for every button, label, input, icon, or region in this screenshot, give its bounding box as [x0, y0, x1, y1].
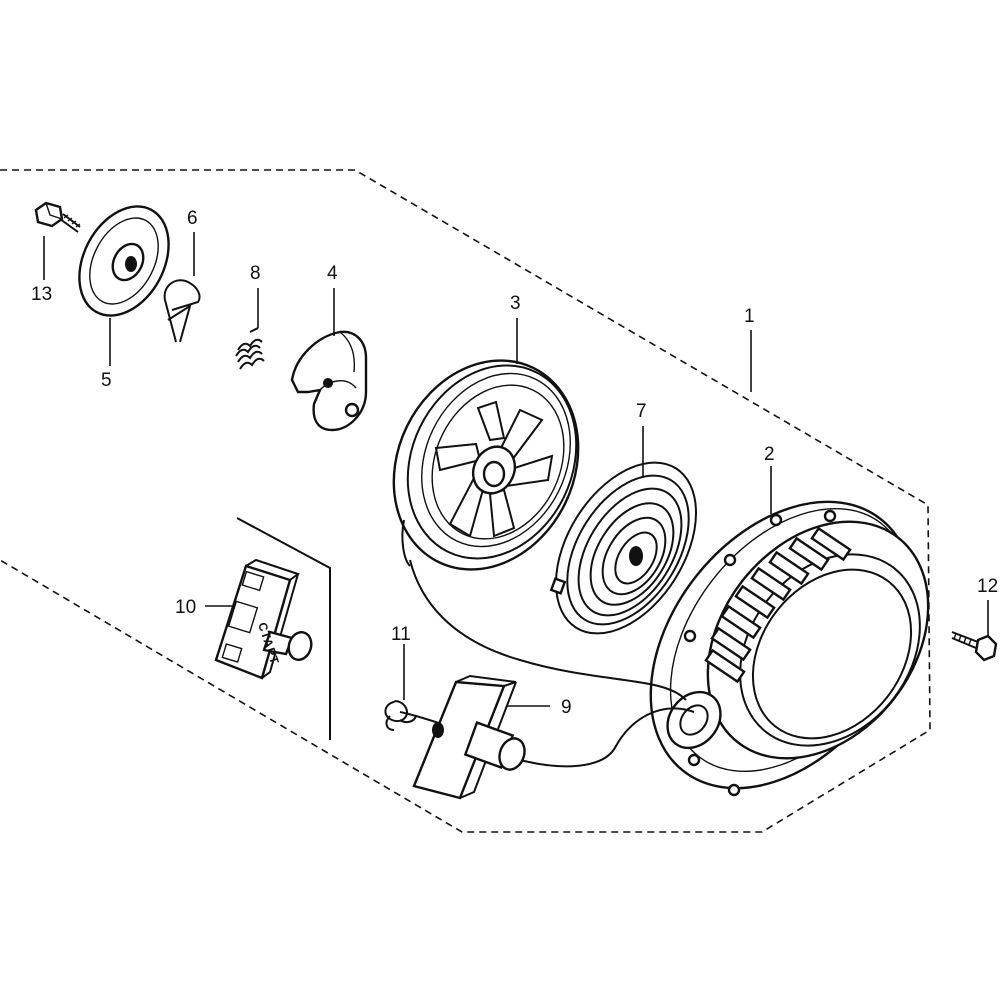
flange-holes [683, 509, 837, 797]
spring-clip-6[interactable] [163, 279, 201, 343]
callout-5: 5 [101, 370, 112, 391]
callout-12: 12 [977, 576, 998, 597]
bolt-13[interactable] [34, 201, 81, 233]
assembly-boundary [0, 169, 931, 833]
bolt-12[interactable] [951, 631, 998, 662]
callout-7: 7 [636, 401, 647, 422]
callout-3: 3 [510, 293, 521, 314]
callout-11: 11 [391, 624, 411, 645]
handle-inset-frame [236, 517, 331, 740]
callout-9: 9 [561, 697, 572, 718]
handle-10[interactable]: СТАРТ [214, 558, 315, 680]
reel-3[interactable] [360, 329, 613, 600]
callout-labels: 13 5 6 8 4 3 1 7 2 12 10 11 9 [31, 208, 998, 718]
case-vents [704, 526, 852, 684]
callout-1: 1 [744, 306, 755, 327]
callout-4: 4 [327, 263, 338, 284]
ratchet-spring-8[interactable] [235, 327, 265, 370]
ratchet-4[interactable] [290, 330, 368, 432]
starter-case-2[interactable] [597, 451, 974, 839]
rope-knot-11[interactable] [384, 700, 417, 731]
callout-6: 6 [187, 208, 198, 229]
spiral-spring-7[interactable] [527, 438, 725, 659]
callout-2: 2 [764, 444, 775, 465]
leader-lines [43, 232, 989, 707]
friction-plate-5[interactable] [61, 191, 186, 331]
starter-grip-9[interactable] [412, 674, 529, 800]
callout-13: 13 [31, 284, 52, 305]
callout-10: 10 [175, 597, 196, 618]
callout-8: 8 [250, 263, 261, 284]
